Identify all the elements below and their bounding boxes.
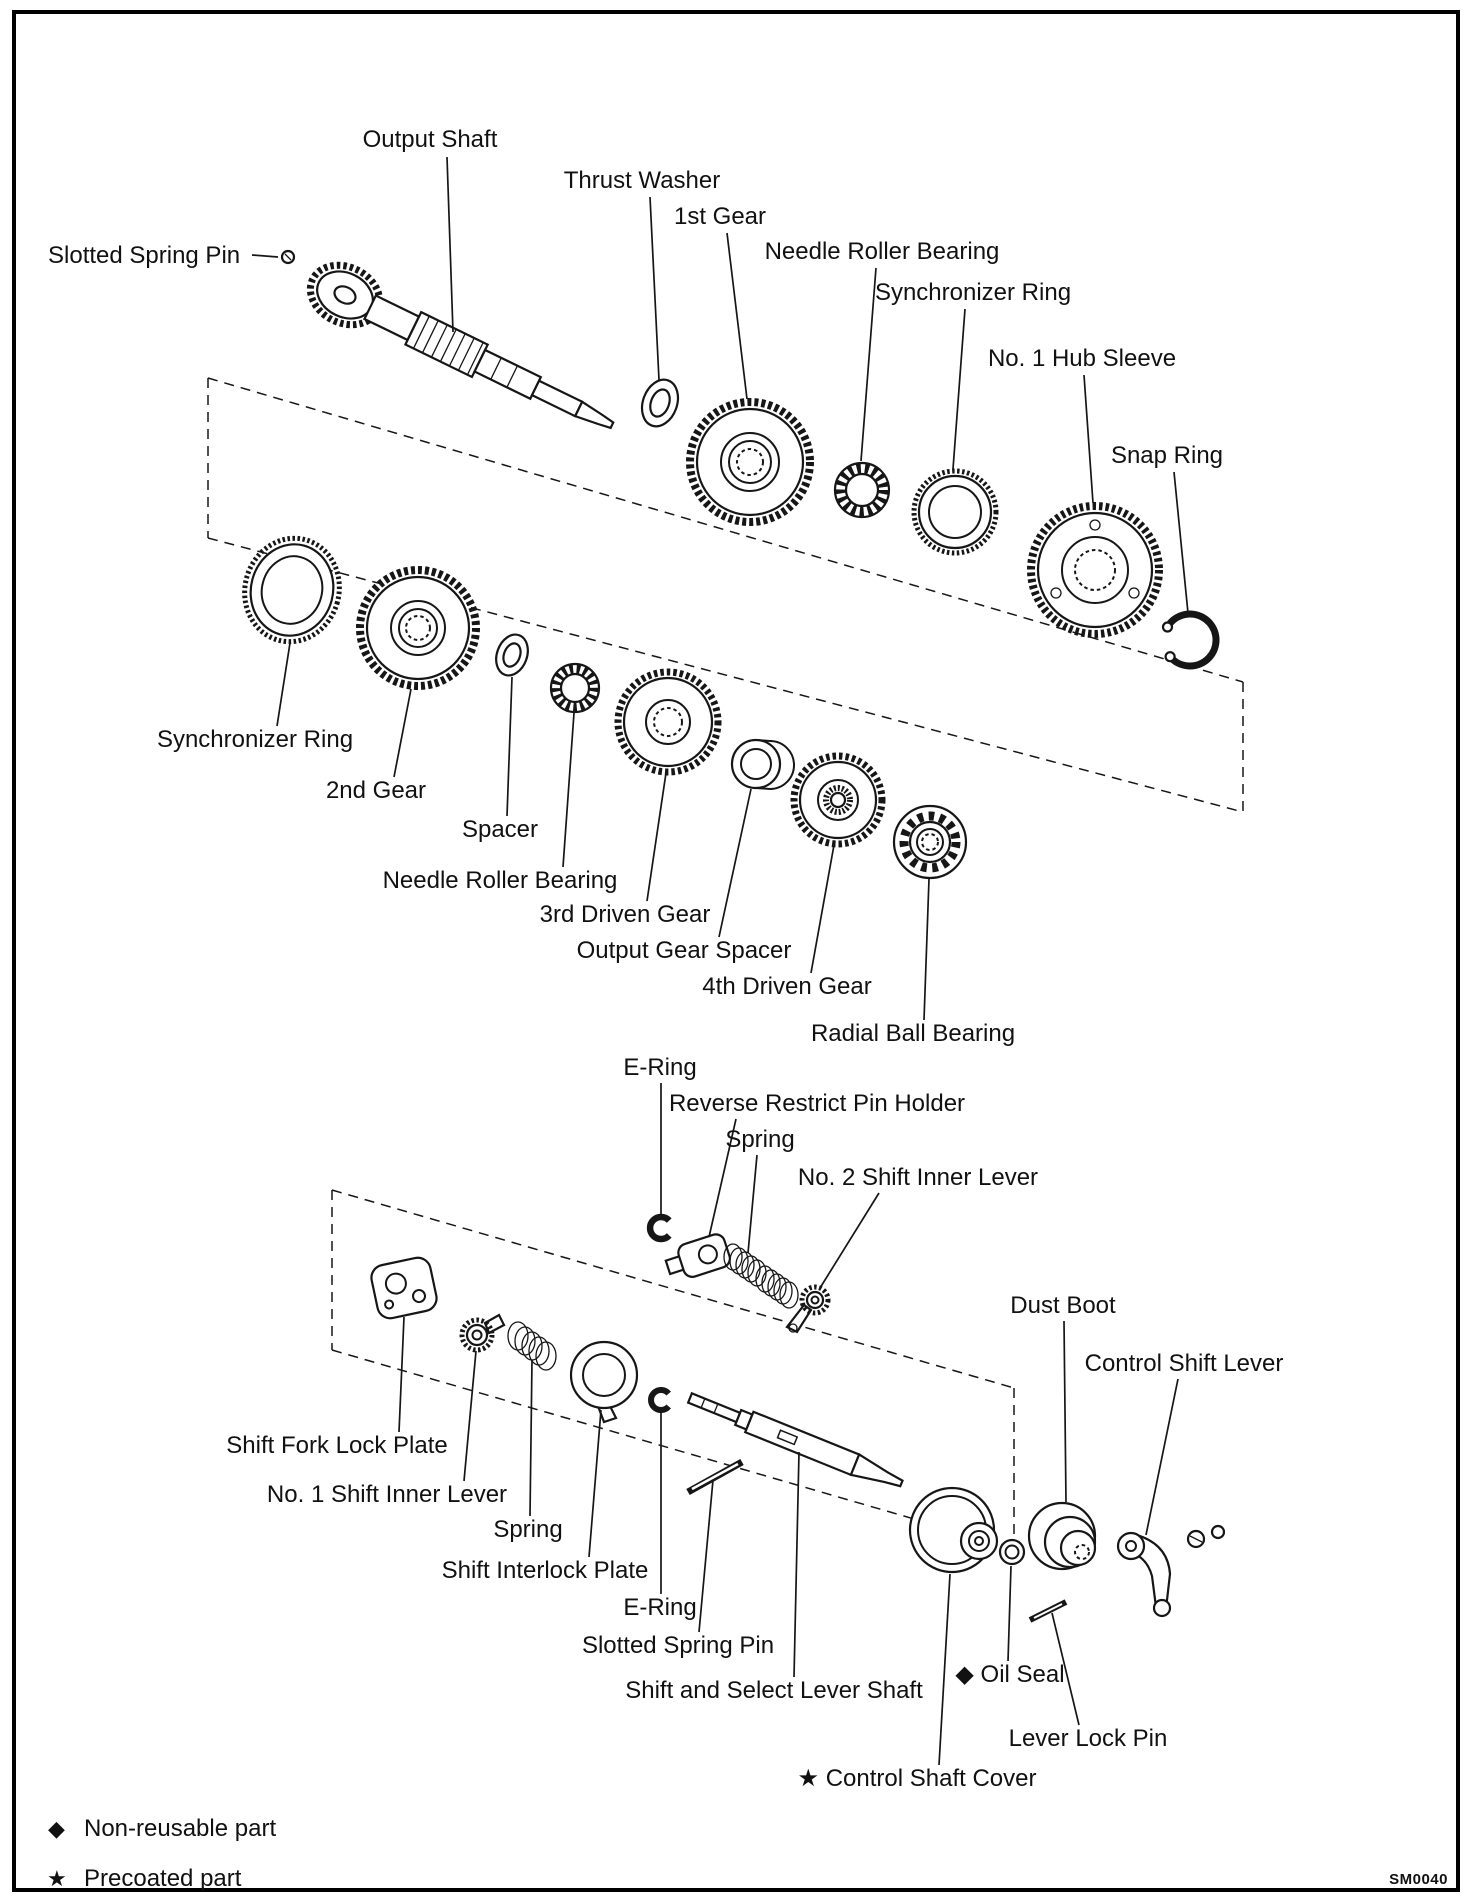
label-shift-fork-lock-plate: Shift Fork Lock Plate [226,1432,447,1459]
label-third-driven-gear: 3rd Driven Gear [540,901,711,928]
label-control-shaft-cover: ★ Control Shaft Cover [798,1765,1037,1792]
label-no2-shift-inner-lever: No. 2 Shift Inner Lever [798,1164,1038,1191]
label-output-gear-spacer: Output Gear Spacer [577,937,792,964]
output-shaft-drawing [306,261,615,430]
label-control-shift-lever: Control Shift Lever [1085,1350,1284,1377]
label-second-gear: 2nd Gear [326,777,426,804]
leader-lines [251,156,1189,1766]
page-border [12,10,1460,1892]
first-gear-drawing [686,398,814,526]
output-gear-spacer-drawing [730,738,795,790]
label-output-shaft: Output Shaft [363,126,498,153]
control-shift-lever-drawing [1116,1524,1226,1618]
label-oil-seal: ◆ Oil Seal [955,1661,1064,1688]
synchronizer-ring-1-drawing [911,468,999,556]
no1-hub-sleeve-drawing [1027,502,1163,638]
label-synchronizer-ring-1: Synchronizer Ring [875,279,1071,306]
slotted-spring-pin-2-drawing [686,1458,744,1496]
e-ring-2-drawing [648,1387,672,1413]
non-reusable-symbol-icon: ◆ [48,1816,65,1841]
third-driven-gear-drawing [614,668,722,776]
label-e-ring-1: E-Ring [623,1054,696,1081]
second-gear-drawing [356,566,480,690]
parts-illustration [242,249,1226,1623]
label-needle-roller-bearing-1: Needle Roller Bearing [765,238,1000,265]
shift-interlock-plate-drawing [569,1340,639,1424]
label-first-gear: 1st Gear [674,203,766,230]
shift-fork-lock-plate-drawing [370,1256,438,1320]
no2-shift-inner-lever-drawing [785,1284,831,1334]
radial-ball-bearing-drawing [892,804,968,880]
label-spacer: Spacer [462,816,538,843]
oil-seal-drawing [998,1538,1026,1566]
figure-code: SM0040 [1389,1871,1448,1888]
needle-roller-bearing-2-drawing [549,662,601,714]
lever-lock-pin-drawing [1028,1599,1068,1623]
label-synchronizer-ring-2: Synchronizer Ring [157,726,353,753]
fourth-driven-gear-drawing [790,752,886,848]
reverse-restrict-pin-holder-drawing [664,1233,731,1278]
label-spring-2: Spring [493,1516,562,1543]
label-no1-hub-sleeve: No. 1 Hub Sleeve [988,345,1176,372]
slotted-spring-pin-top-drawing [280,249,296,265]
control-shaft-cover-drawing [908,1486,999,1574]
label-lever-lock-pin: Lever Lock Pin [1009,1725,1168,1752]
spring-1-drawing [723,1243,799,1309]
label-no1-shift-inner-lever: No. 1 Shift Inner Lever [267,1481,507,1508]
label-e-ring-2: E-Ring [623,1594,696,1621]
legend-precoated-label: Precoated part [84,1865,242,1892]
dust-boot-drawing [1027,1501,1097,1571]
label-shift-interlock-plate: Shift Interlock Plate [442,1557,649,1584]
label-shift-and-select-lever-shaft: Shift and Select Lever Shaft [625,1677,923,1704]
legend-non-reusable-label: Non-reusable part [84,1815,276,1842]
thrust-washer-drawing [640,378,680,428]
label-needle-roller-bearing-2: Needle Roller Bearing [383,867,618,894]
snap-ring-drawing [1161,610,1220,670]
label-spring-1: Spring [725,1126,794,1153]
label-thrust-washer: Thrust Washer [564,167,720,194]
label-slotted-spring-pin-1: Slotted Spring Pin [48,242,240,269]
label-reverse-restrict-pin-holder: Reverse Restrict Pin Holder [669,1090,965,1117]
label-radial-ball-bearing: Radial Ball Bearing [811,1020,1015,1047]
label-snap-ring: Snap Ring [1111,442,1223,469]
needle-roller-bearing-1-drawing [833,461,891,519]
no1-shift-inner-lever-drawing [459,1313,506,1353]
synchronizer-ring-2-drawing [242,535,342,645]
precoated-symbol-icon: ★ [47,1866,67,1891]
e-ring-1-drawing [646,1213,672,1243]
shift-and-select-lever-shaft-drawing [686,1391,904,1488]
label-slotted-spring-pin-2: Slotted Spring Pin [582,1632,774,1659]
label-fourth-driven-gear: 4th Driven Gear [702,973,871,1000]
label-dust-boot: Dust Boot [1010,1292,1116,1319]
legend: ◆ Non-reusable part ★ Precoated part [47,1815,276,1892]
part-labels: Output Shaft Slotted Spring Pin Thrust W… [48,126,1283,1792]
spacer-drawing [495,633,529,677]
